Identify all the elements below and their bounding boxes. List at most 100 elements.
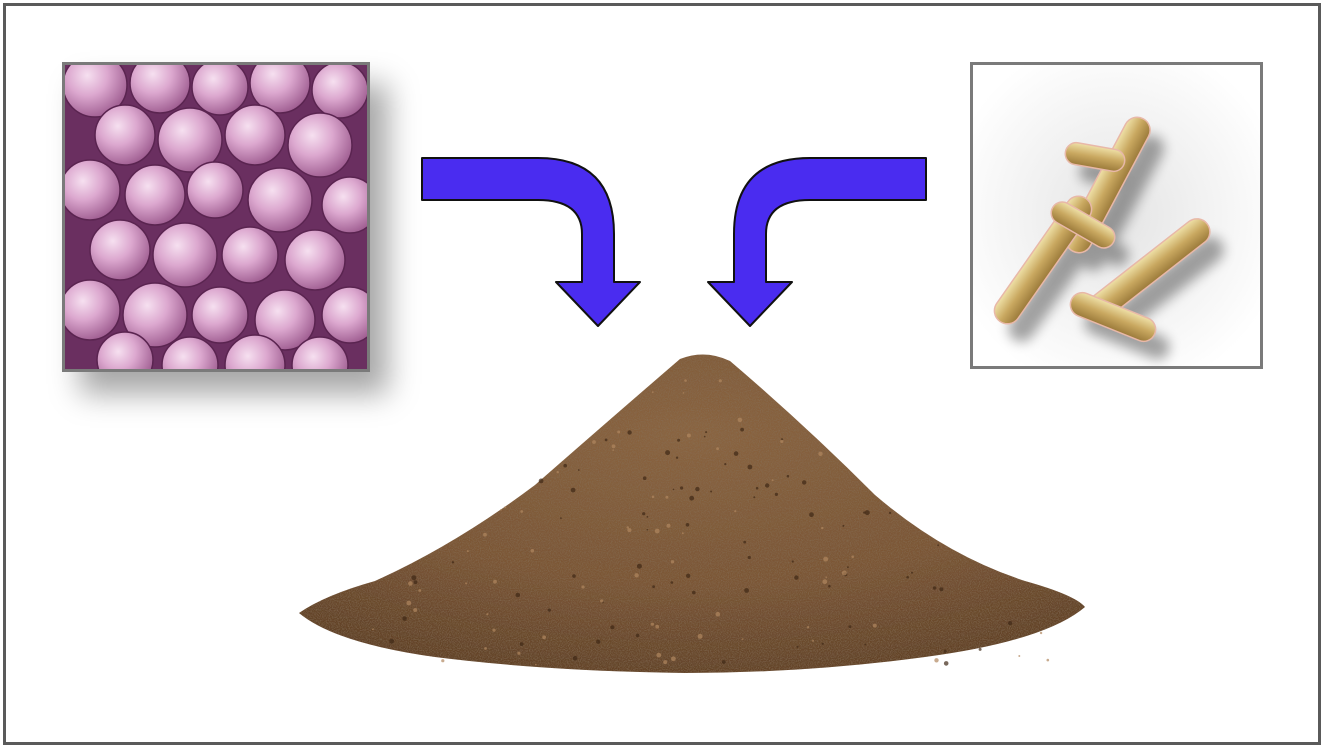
- soil-grain: [612, 449, 614, 451]
- soil-grain: [821, 527, 823, 529]
- curved-arrow-left-icon: [418, 150, 648, 330]
- soil-grain: [484, 647, 487, 650]
- soil-grain: [535, 664, 537, 666]
- soil-grain: [483, 533, 487, 537]
- cocci-micrograph-panel: [62, 62, 370, 372]
- soil-grain: [775, 493, 778, 496]
- soil-grain: [738, 418, 743, 423]
- soil-grain: [676, 457, 678, 459]
- soil-grain: [651, 623, 654, 626]
- soil-grain: [516, 593, 521, 598]
- coccus-cell: [95, 105, 155, 165]
- soil-grain: [573, 656, 578, 661]
- coccus-cell: [65, 280, 120, 340]
- soil-grain: [617, 431, 620, 434]
- soil-grain: [667, 524, 671, 528]
- rod-bacteria-illustration-icon: [973, 65, 1260, 366]
- soil-grain: [722, 660, 726, 664]
- soil-grain: [389, 639, 394, 644]
- soil-grain: [847, 566, 849, 568]
- soil-grain: [493, 580, 497, 584]
- soil-grain: [748, 465, 753, 470]
- soil-grain: [612, 444, 616, 448]
- soil-grain: [571, 488, 576, 493]
- soil-grain: [794, 575, 798, 579]
- coccus-cell: [125, 165, 185, 225]
- soil-grain: [704, 436, 706, 438]
- soil-grain: [807, 626, 809, 628]
- soil-grain: [906, 576, 909, 579]
- soil-grain: [787, 475, 790, 478]
- soil-grain: [655, 625, 659, 629]
- soil-grain: [842, 525, 844, 527]
- soil-grain: [520, 510, 523, 513]
- soil-grain: [539, 479, 544, 484]
- coccus-cell: [192, 65, 248, 115]
- soil-grain: [610, 625, 614, 629]
- coccus-cell: [153, 223, 217, 287]
- soil-grain: [1047, 659, 1050, 662]
- soil-grain: [452, 561, 454, 563]
- soil-grain: [414, 580, 418, 584]
- soil-grain: [600, 599, 603, 602]
- soil-grain: [716, 447, 719, 450]
- soil-grain: [933, 586, 936, 589]
- soil-grain: [825, 576, 827, 578]
- soil-grain: [520, 642, 524, 646]
- soil-grain: [889, 512, 891, 514]
- soil-grain: [504, 506, 506, 508]
- coccus-cell: [285, 230, 345, 290]
- soil-grain: [792, 560, 794, 562]
- soil-grain: [627, 430, 631, 434]
- spherical-bacteria-micrograph-icon: [65, 65, 367, 369]
- soil-grain: [465, 582, 467, 584]
- soil-grain: [637, 564, 642, 569]
- soil-grain: [671, 560, 674, 563]
- soil-grain: [605, 439, 608, 442]
- soil-grain: [652, 496, 655, 499]
- soil-grain: [1040, 632, 1042, 634]
- soil-grain: [822, 643, 824, 645]
- soil-grain: [467, 550, 469, 552]
- soil-grain: [634, 573, 638, 577]
- soil-grain: [937, 544, 939, 546]
- soil-grain: [687, 434, 691, 438]
- soil-grain: [734, 510, 736, 512]
- soil-grain: [592, 440, 596, 444]
- soil-grain: [413, 608, 417, 612]
- soil-grain: [765, 483, 769, 487]
- soil-grain: [822, 579, 827, 584]
- soil-grain: [531, 549, 535, 553]
- soil-grain: [627, 528, 631, 532]
- soil-grain: [441, 659, 444, 662]
- soil-grain: [689, 496, 694, 501]
- soil-grain: [686, 523, 690, 527]
- soil-grain: [939, 587, 943, 591]
- soil-grain: [652, 585, 655, 588]
- soil-grain: [748, 556, 751, 559]
- soil-grain: [692, 591, 696, 595]
- coccus-cell: [187, 162, 243, 218]
- soil-grain: [647, 529, 649, 531]
- soil-grain: [849, 625, 852, 628]
- soil-grain: [671, 656, 676, 661]
- coccus-cell: [312, 65, 367, 118]
- soil-grain: [542, 635, 546, 639]
- soil-grain: [408, 581, 413, 586]
- coccus-cell: [192, 287, 248, 343]
- soil-grain: [1008, 621, 1012, 625]
- soil-grain: [744, 588, 749, 593]
- soil-grain: [680, 486, 683, 489]
- coccus-cell: [225, 105, 285, 165]
- soil-grain: [684, 379, 687, 382]
- coccus-cell: [222, 227, 278, 283]
- soil-grain: [772, 479, 774, 481]
- soil-grain: [802, 480, 806, 484]
- soil-grain: [372, 628, 374, 630]
- soil-grain: [627, 526, 629, 528]
- soil-grain: [402, 616, 407, 621]
- soil-grain: [865, 510, 870, 515]
- soil-grain: [655, 529, 660, 534]
- soil-grain: [500, 509, 502, 511]
- soil-grain: [677, 439, 680, 442]
